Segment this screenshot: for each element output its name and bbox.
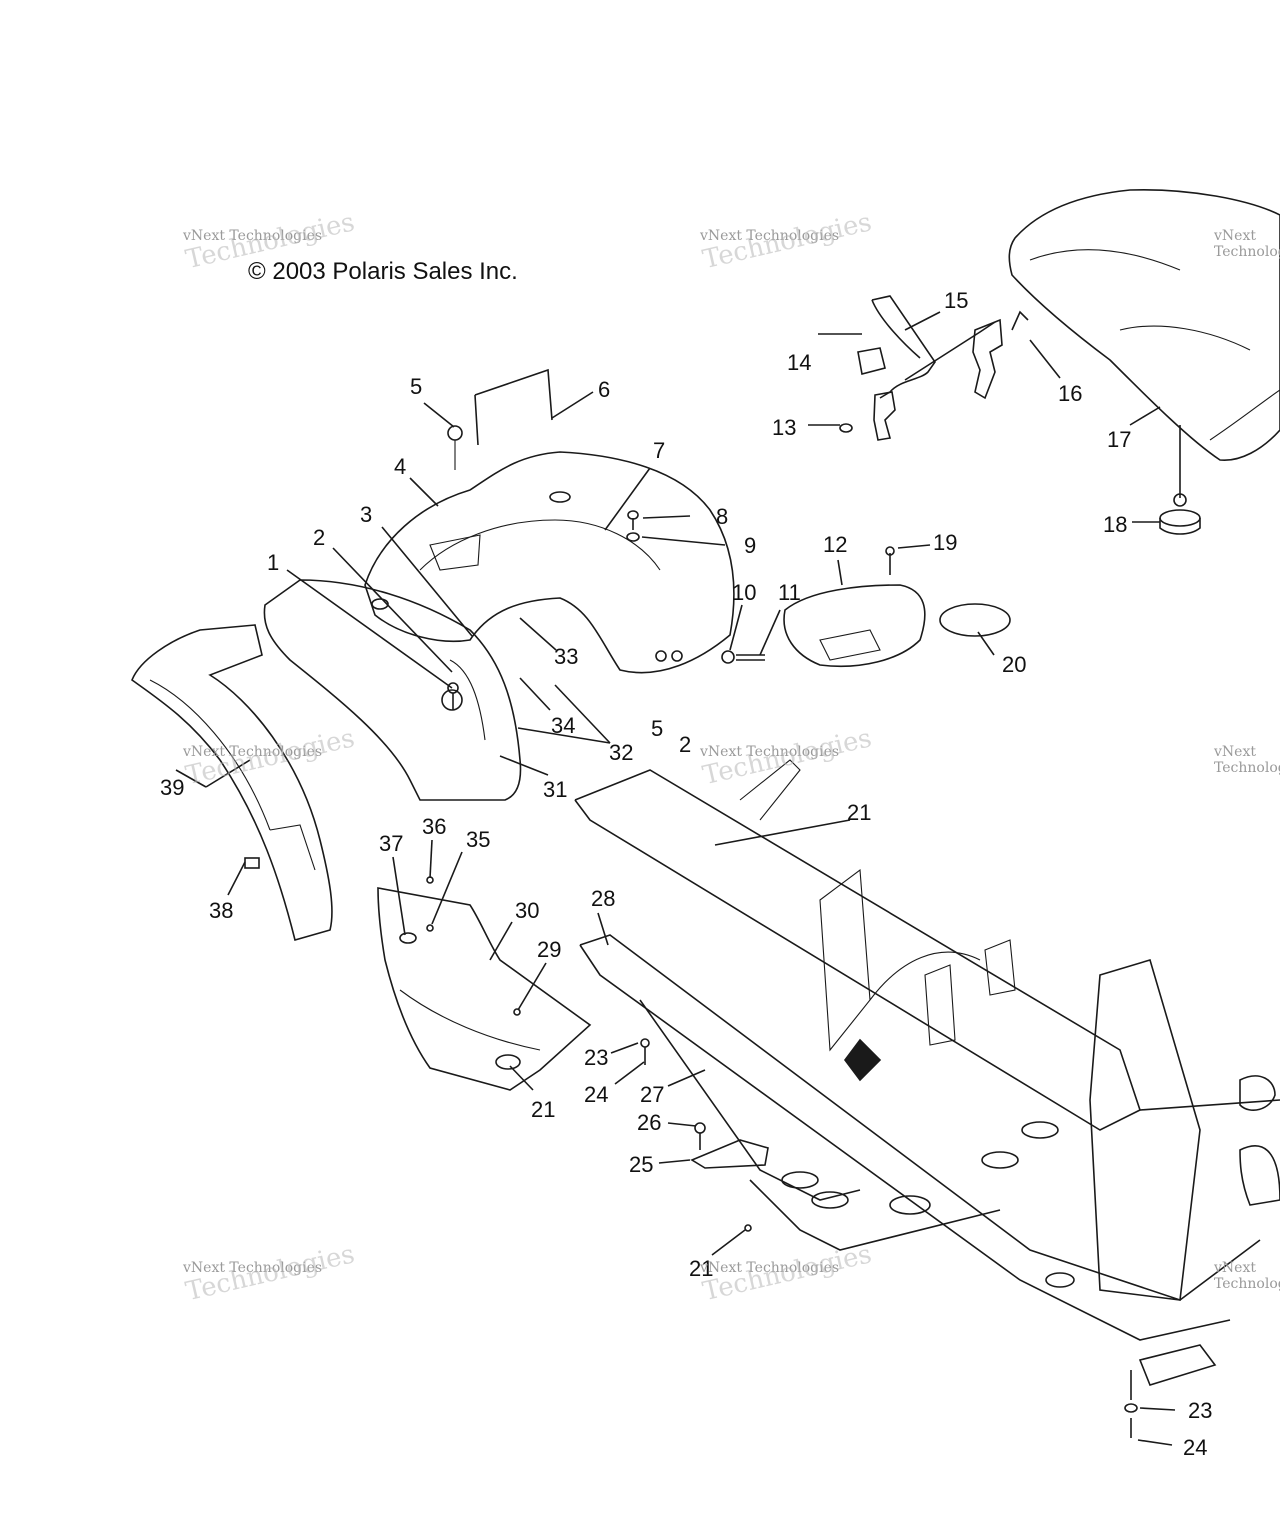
callout-34: 34	[551, 713, 575, 738]
fender-flare-drawing	[131, 624, 333, 941]
callout-2: 2	[313, 525, 325, 550]
frame-drawing	[574, 759, 1280, 1386]
storage-box-drawing	[783, 584, 1011, 668]
callout-18: 18	[1103, 512, 1127, 537]
callout-31: 31	[543, 777, 567, 802]
callout-2-lower: 2	[679, 732, 691, 757]
callout-39: 39	[160, 775, 184, 800]
footrest-drawing	[377, 887, 592, 1091]
callout-14: 14	[787, 350, 811, 375]
callout-26: 26	[637, 1110, 661, 1135]
callout-6: 6	[598, 377, 610, 402]
callout-23-right: 23	[1188, 1398, 1212, 1423]
seat-drawing	[1008, 188, 1280, 535]
callout-23-left: 23	[584, 1045, 608, 1070]
callout-38: 38	[209, 898, 233, 923]
callout-24-left: 24	[584, 1082, 608, 1107]
callout-15: 15	[944, 288, 968, 313]
callout-21-lower: 21	[689, 1256, 713, 1281]
callout-21-footrest: 21	[531, 1097, 555, 1122]
callout-16: 16	[1058, 381, 1082, 406]
callout-27: 27	[640, 1082, 664, 1107]
callout-25: 25	[629, 1152, 653, 1177]
callout-21-frame: 21	[847, 800, 871, 825]
callout-3: 3	[360, 502, 372, 527]
callout-17: 17	[1107, 427, 1131, 452]
leader-lines	[175, 311, 1176, 1446]
callout-20: 20	[1002, 652, 1026, 677]
callout-35: 35	[466, 827, 490, 852]
copyright-notice: © 2003 Polaris Sales Inc.	[248, 258, 518, 285]
callout-4: 4	[394, 454, 406, 479]
callout-5: 5	[410, 374, 422, 399]
callout-29: 29	[537, 937, 561, 962]
callout-28: 28	[591, 886, 615, 911]
callout-9: 9	[744, 533, 756, 558]
callout-7: 7	[653, 438, 665, 463]
callout-36: 36	[422, 814, 446, 839]
callout-32: 32	[609, 740, 633, 765]
callout-13: 13	[772, 415, 796, 440]
fastener-drawings	[399, 425, 1138, 1438]
callout-19: 19	[933, 530, 957, 555]
callout-24-right: 24	[1183, 1435, 1207, 1460]
callout-labels: 1 2 3 4 5 6 7 8 9 10 11 12 13 14 15 16 1…	[160, 288, 1212, 1460]
callout-10: 10	[732, 580, 756, 605]
rear-rack-drawing	[364, 368, 735, 674]
callout-12: 12	[823, 532, 847, 557]
seat-latch-drawing	[839, 295, 1029, 441]
callout-11: 11	[778, 580, 801, 605]
callout-1: 1	[267, 550, 279, 575]
callout-30: 30	[515, 898, 539, 923]
callout-33: 33	[554, 644, 578, 669]
callout-37: 37	[379, 831, 403, 856]
rear-fender-drawing	[263, 579, 522, 801]
callout-8: 8	[716, 504, 728, 529]
callout-5-lower: 5	[651, 716, 663, 741]
